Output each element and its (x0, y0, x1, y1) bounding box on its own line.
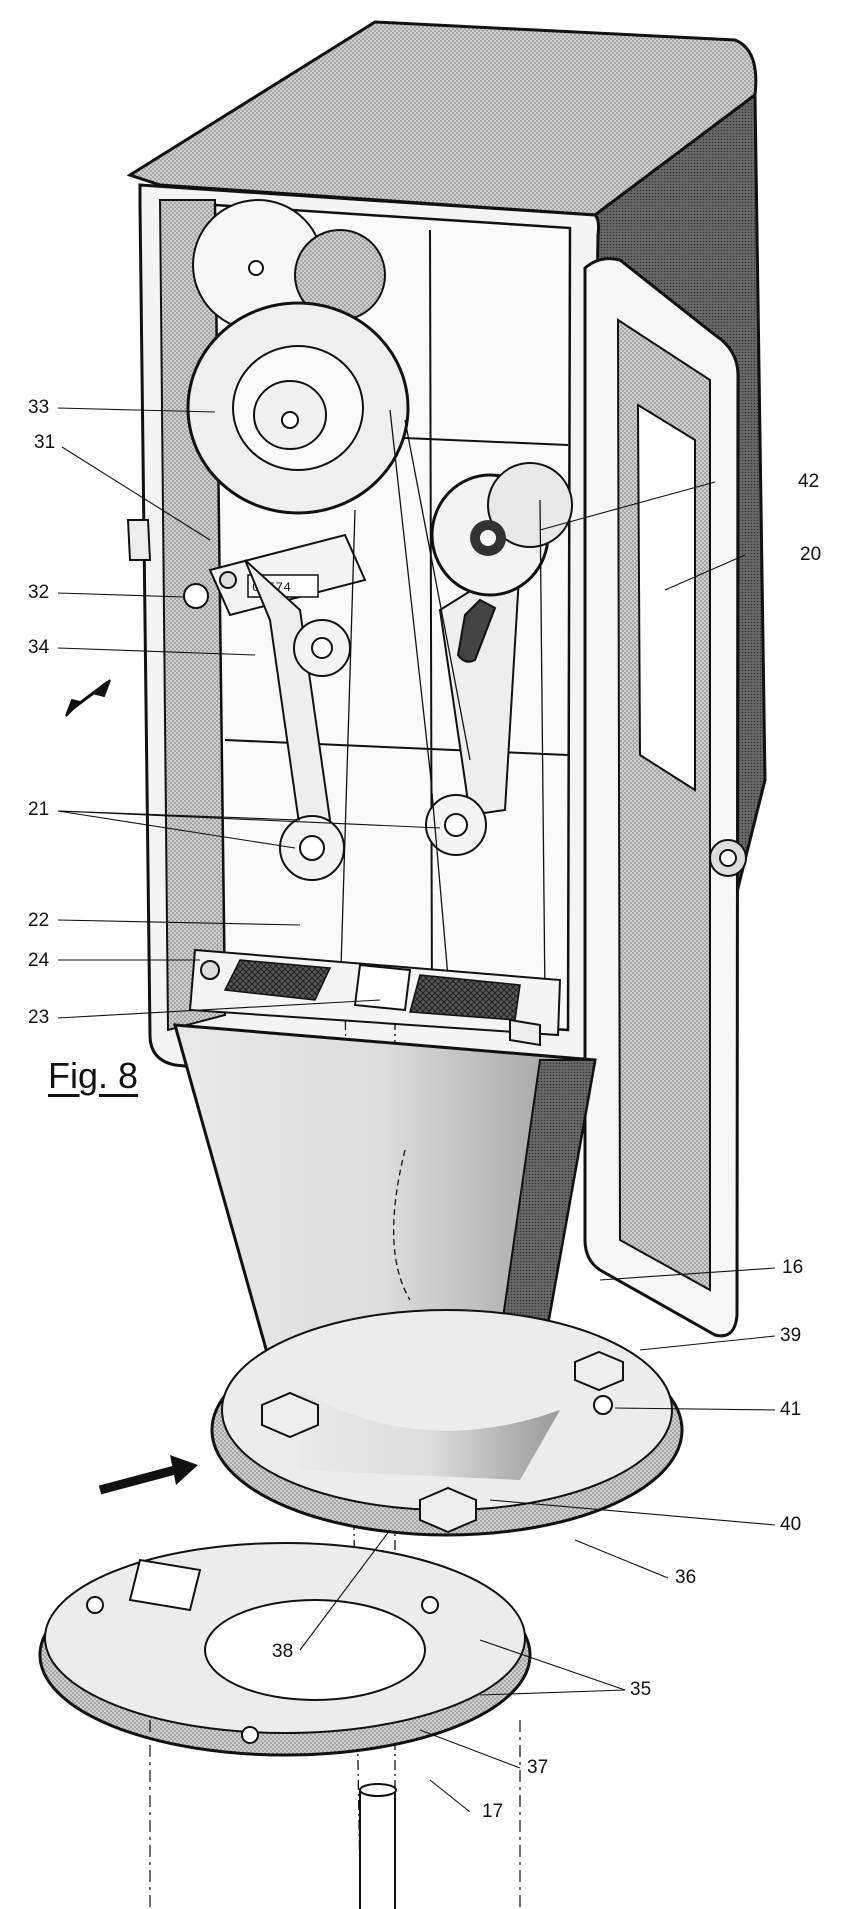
label-35: 35 (630, 1679, 652, 1700)
large-reel-wheel (186, 301, 410, 515)
label-41: 41 (780, 1399, 802, 1420)
figure-title: Fig. 8 (48, 1055, 139, 1096)
label-36: 36 (675, 1567, 697, 1588)
cabinet-door (583, 257, 747, 1338)
label-38: 38 (272, 1641, 294, 1662)
label-34: 34 (28, 637, 50, 658)
mounting-post (149, 1720, 521, 1909)
label-37: 37 (527, 1757, 549, 1778)
label-17: 17 (482, 1801, 504, 1822)
label-20: 20 (800, 544, 822, 565)
label-42: 42 (798, 471, 820, 492)
bottom-tray (188, 948, 562, 1047)
label-32: 32 (28, 582, 50, 603)
label-23: 23 (28, 1007, 50, 1028)
leader-lines (57, 407, 776, 1813)
label-16: 16 (782, 1257, 804, 1278)
label-21: 21 (28, 799, 50, 820)
label-22: 22 (28, 910, 50, 931)
label-24: 24 (28, 950, 50, 971)
guide-rollers (244, 558, 522, 881)
label-40: 40 (780, 1514, 802, 1535)
supply-reel (430, 462, 573, 663)
arrows (65, 679, 198, 1495)
upper-flange (210, 1309, 684, 1537)
base-plate (38, 1542, 532, 1757)
label-39: 39 (780, 1325, 802, 1346)
label-31: 31 (34, 432, 56, 453)
label-33: 33 (28, 397, 50, 418)
